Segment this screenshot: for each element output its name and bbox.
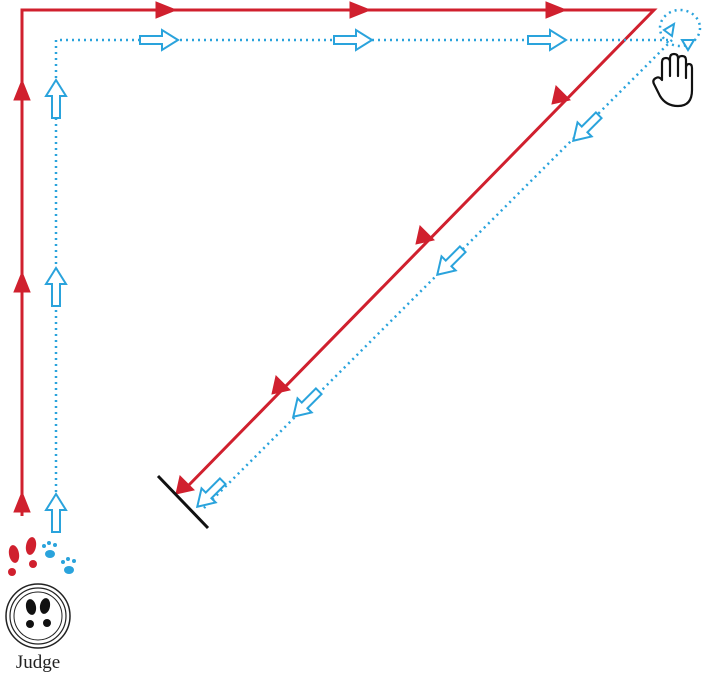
dog-path <box>54 8 702 516</box>
footprints-in-circle-icon <box>5 583 71 649</box>
dog-arrow-up <box>44 492 68 533</box>
dog-arrow-right <box>527 28 568 52</box>
open-hand-icon <box>652 52 694 108</box>
handler-arrow-up <box>13 270 31 293</box>
dog-loop-arrow <box>680 39 696 52</box>
handler-arrow-right <box>545 1 568 19</box>
dog-arrow-diagonal <box>435 245 467 277</box>
handler-arrow-right <box>349 1 372 19</box>
handler-arrow-diagonal <box>271 375 291 395</box>
handler-arrow-right <box>155 1 178 19</box>
handler-path <box>20 8 658 516</box>
dog-arrow-diagonal <box>571 111 603 143</box>
paw-prints-icon <box>42 541 76 574</box>
handler-arrow-diagonal <box>551 85 571 105</box>
footprints-icon <box>8 537 37 576</box>
handler-arrow-diagonal <box>415 225 435 245</box>
dog-arrows <box>44 22 696 533</box>
finish-line <box>156 474 210 530</box>
dog-arrow-right <box>139 28 180 52</box>
dog-arrow-up <box>44 78 68 119</box>
handler-arrow-up <box>13 490 31 513</box>
dog-loop-arrow <box>662 22 676 38</box>
handler-arrow-up <box>13 78 31 101</box>
judge-label: Judge <box>15 652 61 673</box>
dog-arrow-diagonal <box>195 477 227 509</box>
dog-arrow-diagonal <box>291 387 323 419</box>
handler-arrow-diagonal <box>175 475 195 495</box>
handler-arrows <box>13 1 571 513</box>
dog-arrow-right <box>333 28 374 52</box>
dog-arrow-up <box>44 266 68 307</box>
